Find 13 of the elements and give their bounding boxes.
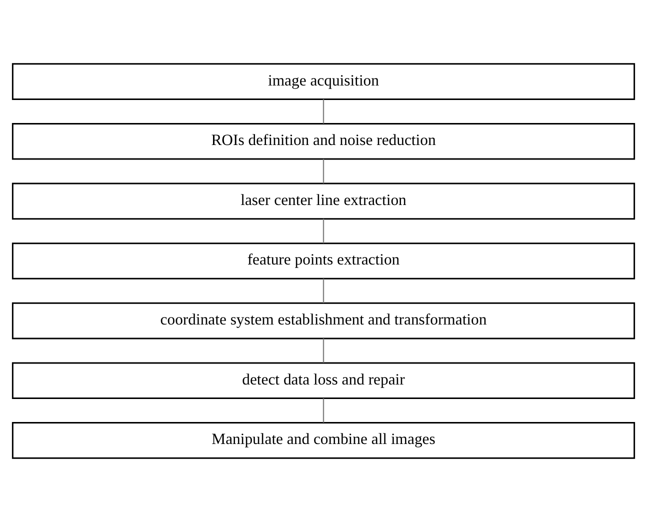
node-box: image acquisition <box>12 62 636 100</box>
node-box: feature points extraction <box>12 242 636 279</box>
node-box: laser center line extraction <box>12 182 636 220</box>
node-box: coordinate system establishment and transformation <box>12 302 636 339</box>
node-box: detect data loss and repair <box>12 362 636 398</box>
connector <box>322 218 324 243</box>
node-box: Manipulate and combine all images <box>12 422 636 458</box>
connector <box>322 158 324 183</box>
connector <box>322 278 324 302</box>
node-box: ROIs definition and noise reduction <box>12 122 636 160</box>
connector <box>322 338 324 362</box>
connector <box>322 98 324 123</box>
connector <box>322 398 324 422</box>
